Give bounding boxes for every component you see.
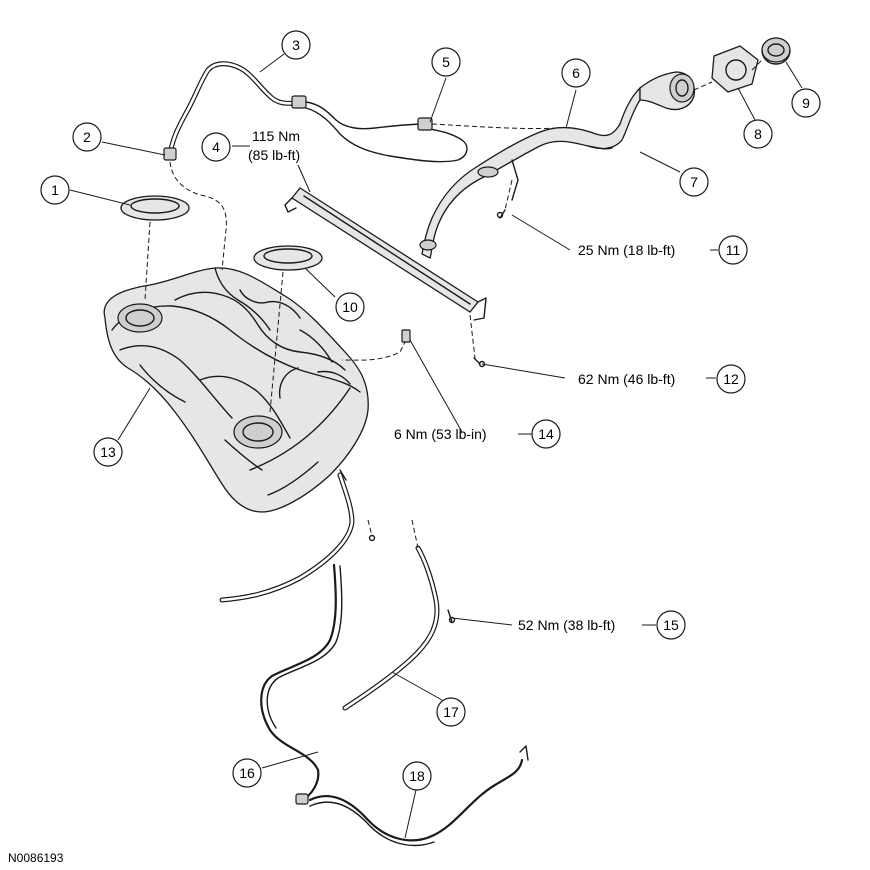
- svg-text:10: 10: [342, 299, 358, 315]
- callout-4: 4: [201, 132, 231, 162]
- callout-14: 14: [531, 419, 561, 449]
- svg-text:15: 15: [663, 617, 679, 633]
- vapor-tube: [163, 61, 561, 271]
- callout-8: 8: [743, 119, 773, 149]
- torque-labels: 115 Nm (85 lb-ft) 25 Nm (18 lb-ft) 62 Nm…: [248, 128, 675, 633]
- figure-id: N0086193: [8, 851, 64, 865]
- fuel-filler-pipe: [419, 37, 791, 259]
- lock-ring-seal-1: [120, 195, 190, 301]
- svg-text:6: 6: [572, 65, 580, 81]
- fastener-bolts: [368, 211, 504, 624]
- callout-15: 15: [656, 610, 686, 640]
- svg-text:13: 13: [100, 444, 116, 460]
- callout-17: 17: [436, 697, 466, 727]
- callout-7: 7: [679, 167, 709, 197]
- torque-15: 52 Nm (38 lb-ft): [518, 617, 615, 633]
- leader-lines: [69, 53, 803, 839]
- torque-11: 25 Nm (18 lb-ft): [578, 242, 675, 258]
- svg-text:11: 11: [726, 242, 741, 258]
- callout-5: 5: [431, 47, 461, 77]
- torque-12: 62 Nm (46 lb-ft): [578, 371, 675, 387]
- callout-2: 2: [72, 122, 102, 152]
- fuel-tank: [103, 267, 369, 513]
- fuel-tank-straps: [219, 469, 453, 711]
- svg-text:14: 14: [538, 426, 554, 442]
- svg-text:9: 9: [802, 95, 810, 111]
- callout-13: 13: [93, 437, 123, 467]
- torque-14: 6 Nm (53 lb-in): [394, 426, 487, 442]
- callout-18: 18: [402, 761, 432, 791]
- callout-10: 10: [335, 292, 365, 322]
- fuel-supply-lines: [260, 563, 529, 847]
- callouts: 1 2 3 4 5 6 7 8 9 10 11 12 13 14 15 16 1…: [40, 30, 821, 791]
- torque-4-lbft: (85 lb-ft): [248, 147, 300, 163]
- torque-4-nm: 115 Nm: [252, 128, 300, 144]
- svg-text:12: 12: [723, 371, 739, 387]
- svg-text:3: 3: [292, 37, 300, 53]
- svg-text:7: 7: [690, 174, 698, 190]
- svg-text:5: 5: [442, 54, 450, 70]
- callout-1: 1: [40, 175, 70, 205]
- svg-text:2: 2: [83, 129, 91, 145]
- callout-11: 11: [718, 235, 748, 265]
- svg-text:8: 8: [754, 126, 762, 142]
- callout-9: 9: [791, 88, 821, 118]
- svg-text:1: 1: [51, 182, 59, 198]
- svg-text:4: 4: [212, 139, 220, 155]
- callout-3: 3: [281, 30, 311, 60]
- svg-text:16: 16: [239, 765, 255, 781]
- lock-ring-seal-10: [253, 245, 323, 413]
- callout-12: 12: [716, 364, 746, 394]
- callout-6: 6: [561, 58, 591, 88]
- svg-text:18: 18: [409, 768, 425, 784]
- callout-16: 16: [232, 758, 262, 788]
- heat-shield-bracket: [284, 187, 487, 365]
- svg-text:17: 17: [443, 704, 459, 720]
